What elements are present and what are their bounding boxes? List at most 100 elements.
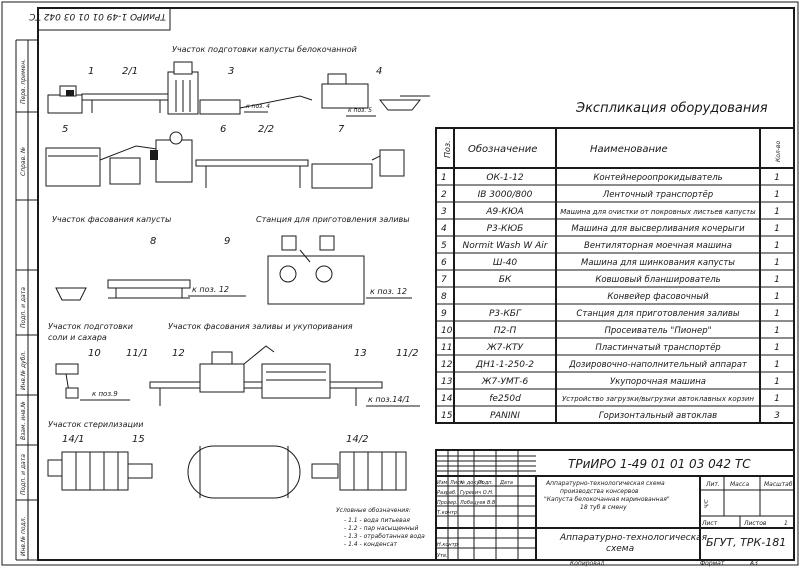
cell-pos: 1 [441, 173, 447, 183]
cell-qty: 1 [774, 377, 780, 387]
cell-pos: 11 [441, 343, 452, 353]
title-block-desc-1: Аппаратурно-технологическая схема [545, 480, 665, 487]
mirrored-code-box: ТРиИРО 1-49 01 01 03 042 ТС [28, 7, 171, 31]
cell-name: Просеиватель "Пионер" [604, 326, 711, 336]
equipment-filling-station [267, 235, 365, 305]
title-block-sheets: Листов [743, 520, 767, 527]
pos-label: 9 [224, 236, 230, 247]
equipment-sieve [55, 363, 79, 399]
pos-label: 14/1 [62, 434, 84, 445]
cell-qty: 3 [774, 411, 780, 421]
cell-pos: 9 [441, 309, 447, 319]
cell-pos: 3 [441, 207, 447, 217]
cell-pos: 12 [441, 360, 453, 370]
equipment-bucket-blancher [311, 149, 405, 189]
equipment-shredding-machine [150, 131, 193, 183]
cell-designation: PANINI [490, 411, 520, 421]
flow-arrows: к поз. 4 к поз. 5 к поз. 12 к поз. 12 к … [80, 103, 420, 407]
cell-qty: 1 [774, 207, 780, 217]
section-cabbage-prep: Участок подготовки капусты белокочанной [172, 45, 357, 54]
cell-designation: ОК-1-12 [486, 173, 523, 183]
arrow-k-poz-9: к поз.9 [92, 390, 118, 398]
equipment-belt-conveyor-2-2 [195, 159, 309, 188]
title-block-lit: Лит. [705, 481, 720, 488]
cell-designation: П2-П [494, 326, 517, 336]
title-block-sheet: Лист [701, 520, 718, 527]
cell-pos: 5 [441, 241, 447, 251]
arrow-k-poz-12-b: к поз. 12 [370, 287, 407, 296]
equipment-cart-a [55, 287, 87, 301]
pos-label: 14/2 [346, 434, 368, 445]
cell-pos: 10 [441, 326, 453, 336]
arrow-k-poz-4: к поз. 4 [246, 103, 270, 110]
cell-pos: 2 [441, 190, 447, 200]
side-label-3: Инв.№ дубл. [20, 351, 27, 390]
cell-qty: 1 [774, 292, 780, 302]
cell-designation: Р3-КБГ [489, 309, 522, 319]
equipment-basket-loader-14-2 [311, 451, 407, 491]
pos-label: 6 [220, 124, 226, 135]
side-label-2: Подп. и дата [20, 287, 27, 328]
copied-label: Копировал [570, 560, 604, 567]
legend-item: - 1.4 - конденсат [344, 541, 398, 548]
binding-strip: Перв. примен. Справ. № Подп. и дата Инв.… [15, 39, 38, 561]
cell-name: Машина для очистки от покровных листьев … [560, 208, 756, 216]
equipment-coring-machine [199, 73, 430, 115]
equipment-container-tipper [47, 85, 83, 114]
pos-label: 2/2 [258, 124, 274, 135]
cell-qty: 1 [774, 173, 780, 183]
pos-label: 8 [150, 236, 156, 247]
equipment-dosing-filler [199, 345, 275, 393]
table-row: 1 ОК-1-12 Контейнероопрокидыватель 1 [441, 173, 780, 183]
equipment-basket-loader-14-1 [47, 451, 153, 491]
section-salt-prep-1: Участок подготовки [48, 322, 133, 331]
tb-role: Т.контр. [437, 510, 459, 516]
header-qty: Кол-во [775, 141, 782, 162]
cell-pos: 8 [441, 292, 447, 302]
cell-pos: 4 [441, 224, 447, 234]
header-designation: Обозначение [468, 143, 537, 155]
cell-qty: 1 [774, 394, 780, 404]
cell-name: Ковшовый бланширователь [595, 275, 720, 285]
arrow-k-poz-12-a: к поз. 12 [192, 285, 229, 294]
format-value: А3 [749, 560, 758, 567]
cell-qty: 1 [774, 258, 780, 268]
tb-column-label: Лист [449, 480, 464, 486]
cell-pos: 14 [441, 394, 453, 404]
equipment-leaf-cleaning-machine [167, 61, 199, 115]
equipment-wash-machine [45, 145, 165, 187]
cell-name: Устройство загрузки/выгрузки автоклавных… [562, 395, 754, 403]
cell-name: Вентиляторная моечная машина [584, 241, 732, 251]
tb-column-label: Дата [499, 480, 513, 486]
format-label: Формат [700, 560, 725, 567]
cell-designation: ДН1-1-250-2 [475, 360, 534, 370]
cell-name: Дозировочно-наполнительный аппарат [568, 360, 748, 370]
pos-label: 13 [354, 348, 367, 359]
tb-role: Провер. [437, 500, 458, 506]
cell-name: Горизонтальный автоклав [599, 411, 717, 421]
cell-name: Контейнероопрокидыватель [593, 173, 722, 183]
cell-qty: 1 [774, 309, 780, 319]
equipment-autoclave [187, 445, 301, 499]
cell-name: Ленточный транспортёр [602, 190, 713, 200]
cell-qty: 1 [774, 224, 780, 234]
document-title-2: схема [606, 544, 634, 554]
section-sterilization: Участок стерилизации [48, 420, 143, 429]
title-block-desc-3: "Капуста белокочанная маринованная" [544, 496, 670, 503]
cell-qty: 1 [774, 275, 780, 285]
cell-pos: 6 [441, 258, 447, 268]
cell-designation: Ж7-УМТ-6 [481, 377, 529, 387]
pos-label: 15 [132, 434, 145, 445]
tb-column-label: № докум. [459, 480, 485, 486]
organization: БГУТ, ТРК-181 [706, 536, 786, 549]
